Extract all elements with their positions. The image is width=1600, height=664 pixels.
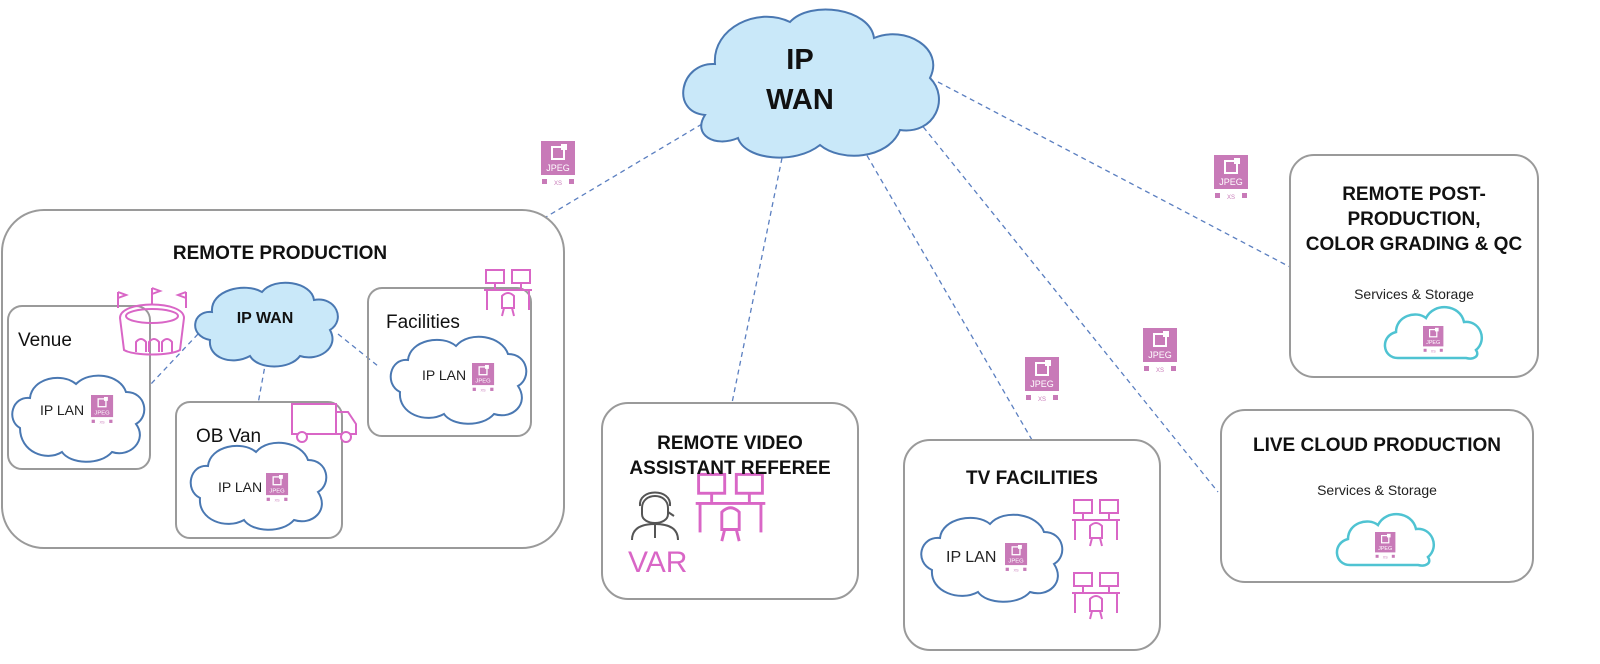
tv-workstation-icon-1 [1071, 499, 1121, 547]
jpeg-xs-badge-icon [1142, 327, 1178, 375]
post-production-title: REMOTE POST- PRODUCTION, COLOR GRADING &… [1290, 182, 1538, 257]
referee-icon [631, 491, 679, 541]
wan-label-line2: WAN [766, 84, 834, 116]
venue-label: Venue [18, 330, 72, 351]
ip-wan-cloud [682, 8, 940, 159]
remote-production-box [1, 209, 565, 549]
dashed-links [149, 81, 1291, 493]
tv-lan-cloud [920, 513, 1064, 603]
wan-label-line1: IP [786, 44, 814, 76]
tv-workstation-icon-2 [1071, 572, 1121, 620]
facilities-label: Facilities [386, 312, 460, 333]
live-cloud-box [1220, 409, 1534, 583]
facilities-lan-label: IP LAN [422, 367, 467, 383]
facilities-box [367, 287, 532, 437]
jpeg-xs-badge-icon [1024, 356, 1060, 404]
ob-van-lan-cloud [189, 441, 328, 531]
post-production-subtitle: Services & Storage [1354, 286, 1474, 302]
venue-box [7, 305, 151, 470]
jpeg-xs-badge-icon [1213, 154, 1249, 202]
stadium-icon [117, 287, 187, 356]
post-title-line3: COLOR GRADING & QC [1305, 234, 1523, 255]
var-box [601, 402, 859, 600]
ob-van-label: OB Van [196, 426, 262, 447]
tv-lan-label: IP LAN [946, 549, 997, 566]
ob-van-lan-label: IP LAN [218, 479, 263, 495]
truck-icon [291, 403, 357, 443]
var-text: VAR [628, 546, 688, 579]
post-title-line1: REMOTE POST- [1342, 184, 1486, 205]
post-title-line2: PRODUCTION, [1347, 209, 1481, 230]
jpeg-xs-badge-icon [540, 140, 576, 188]
var-workstation-icon [694, 472, 767, 543]
var-title-line2: ASSISTANT REFEREE [629, 458, 831, 479]
inner-wan-label: IP WAN [236, 310, 294, 327]
facilities-workstation-icon [483, 269, 533, 317]
var-title: REMOTE VIDEO ASSISTANT REFEREE [602, 431, 858, 481]
remote-production-title: REMOTE PRODUCTION [172, 243, 388, 264]
var-title-line1: REMOTE VIDEO [657, 433, 803, 454]
jpeg-xs-badge-icon [1422, 325, 1445, 354]
wan-label: IP WAN [730, 40, 870, 120]
tv-facilities-title: TV FACILITIES [966, 468, 1098, 489]
venue-lan-label: IP LAN [40, 402, 85, 418]
ob-van-box [175, 401, 343, 539]
facilities-lan-cloud [389, 335, 528, 425]
post-production-box [1289, 154, 1539, 378]
inner-ip-wan-cloud [194, 281, 339, 368]
jpeg-xs-badge-icon [1374, 531, 1397, 561]
live-cloud-title: LIVE CLOUD PRODUCTION [1252, 435, 1502, 456]
tv-facilities-box [903, 439, 1161, 651]
live-cloud-subtitle: Services & Storage [1317, 482, 1437, 498]
venue-lan-cloud [11, 374, 146, 463]
